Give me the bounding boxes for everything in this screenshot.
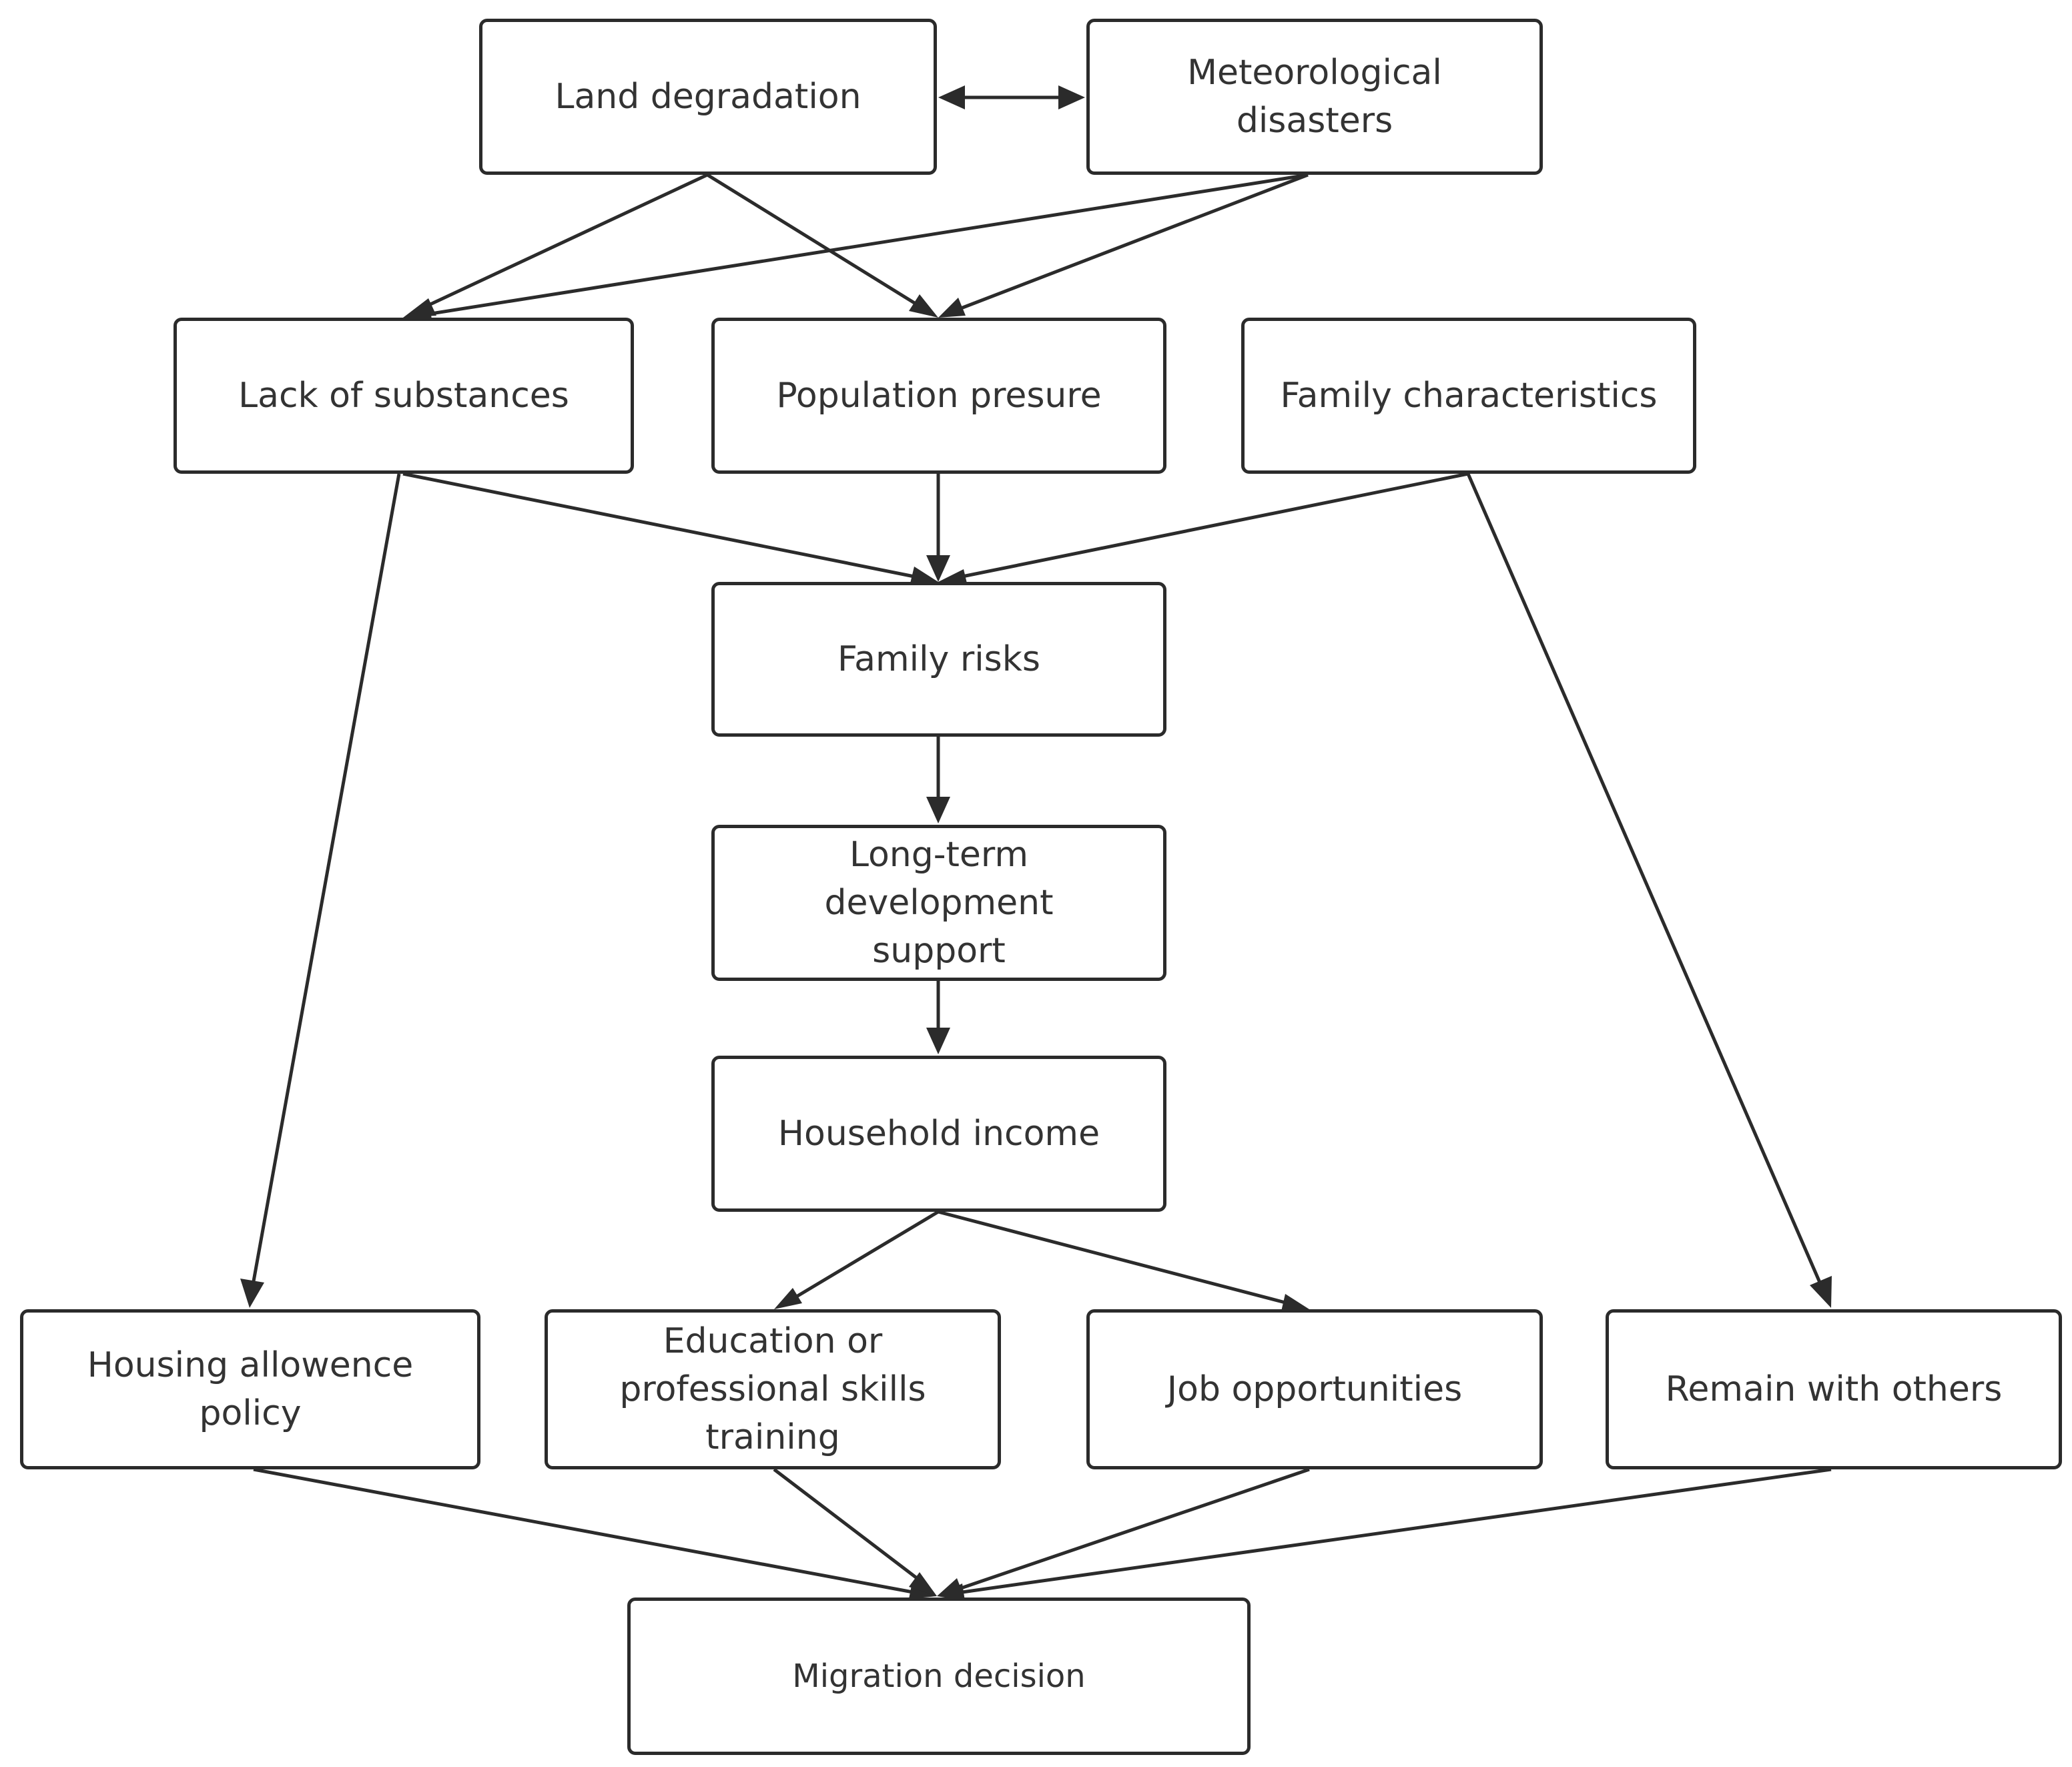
node-family-risks: Family risks — [711, 582, 1166, 737]
edge-famchar-famrisk — [938, 472, 1469, 586]
edge-housing-migration — [253, 1467, 937, 1599]
node-population-presure: Population presure — [711, 318, 1166, 474]
node-label: Land degradation — [555, 77, 861, 117]
edge-pop-famrisk — [926, 474, 950, 582]
edge-lack-famrisk — [402, 472, 938, 583]
node-family-characteristics: Family characteristics — [1241, 318, 1696, 474]
edge-meteo-lack — [403, 173, 1309, 324]
node-land-degradation: Land degradation — [479, 19, 937, 175]
node-label: Education or professional skills trainin… — [619, 1321, 926, 1457]
edge-remain-migration — [937, 1467, 1832, 1601]
edge-famchar-remain — [1466, 473, 1832, 1308]
node-label: Family characteristics — [1280, 376, 1658, 416]
node-label: Long-term development support — [824, 835, 1054, 971]
edge-land-pop — [706, 173, 938, 318]
node-label: Population presure — [776, 376, 1102, 416]
edge-famrisk-ltd — [926, 737, 950, 823]
node-label: Migration decision — [792, 1658, 1086, 1695]
edge-land-meteo — [938, 85, 1085, 109]
node-remain-with-others: Remain with others — [1606, 1309, 2062, 1469]
node-lack-of-substances: Lack of substances — [174, 318, 634, 474]
edge-income-edu — [774, 1210, 940, 1309]
node-long-term-development-support: Long-term development support — [711, 825, 1166, 981]
node-label: Family risks — [837, 639, 1040, 679]
node-label: Job opportunities — [1166, 1369, 1463, 1409]
node-household-income: Household income — [711, 1056, 1166, 1212]
node-label: Meteorological disasters — [1187, 53, 1442, 141]
edge-income-job — [938, 1210, 1309, 1311]
node-meteorological-disasters: Meteorological disasters — [1086, 19, 1543, 175]
edge-edu-migration — [773, 1468, 937, 1596]
node-label: Housing allowence policy — [87, 1345, 414, 1433]
edge-meteo-pop — [938, 173, 1309, 318]
node-job-opportunities: Job opportunities — [1086, 1309, 1543, 1469]
node-label: Remain with others — [1665, 1369, 2003, 1409]
node-education-or-professional-skills-training: Education or professional skills trainin… — [545, 1309, 1001, 1469]
edge-ltd-income — [926, 981, 950, 1054]
edge-lack-housing — [240, 473, 401, 1308]
node-migration-decision: Migration decision — [627, 1598, 1251, 1755]
node-label: Lack of substances — [238, 376, 569, 416]
node-housing-allowence-policy: Housing allowence policy — [20, 1309, 480, 1469]
edge-job-migration — [937, 1467, 1310, 1596]
node-label: Household income — [777, 1114, 1100, 1154]
edge-land-lack — [403, 173, 709, 318]
